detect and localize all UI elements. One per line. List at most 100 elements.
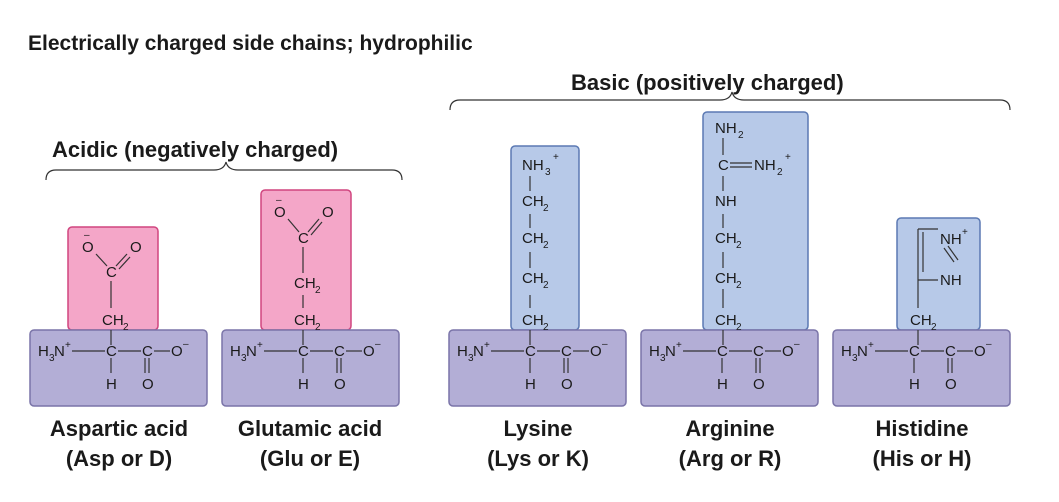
svg-text:C: C [525,343,536,360]
svg-text:+: + [962,227,968,238]
svg-text:2: 2 [543,240,549,251]
asp-label: Aspartic acid (Asp or D) [28,414,210,474]
svg-text:CH: CH [522,270,544,287]
basic-brace [449,91,1011,111]
asp-backbone-box [29,329,208,407]
svg-text:CH: CH [715,230,737,247]
svg-text:O: O [561,376,573,393]
arg-label: Arginine (Arg or R) [639,414,821,474]
svg-text:+: + [676,340,682,351]
his-backbone-box [832,329,1011,407]
svg-text:CH: CH [294,312,316,329]
svg-text:CH: CH [102,312,124,329]
svg-text:O: O [82,239,94,256]
svg-text:CH: CH [715,270,737,287]
svg-text:N: N [857,343,868,360]
svg-text:O: O [363,343,375,360]
glu-name: Glutamic acid [237,416,383,441]
svg-text:H: H [525,376,536,393]
svg-text:–: – [84,230,90,241]
svg-text:NH: NH [715,120,737,137]
svg-text:CH: CH [715,312,737,329]
svg-text:H: H [909,376,920,393]
svg-text:–: – [276,195,282,206]
svg-text:C: C [298,230,309,247]
svg-text:C: C [718,157,729,174]
arg-name: Arginine [685,416,775,441]
svg-text:O: O [782,343,794,360]
svg-text:+: + [868,340,874,351]
svg-text:C: C [717,343,728,360]
svg-text:NH: NH [940,231,962,248]
svg-text:C: C [334,343,345,360]
basic-heading: Basic (positively charged) [571,70,844,95]
lys-abbr: (Lys or K) [487,446,589,471]
svg-text:2: 2 [543,322,549,333]
svg-text:–: – [375,339,381,350]
svg-text:CH: CH [910,312,932,329]
svg-text:H: H [717,376,728,393]
lys-name: Lysine [503,416,573,441]
asp-name: Aspartic acid [49,416,189,441]
svg-text:3: 3 [852,353,858,364]
svg-text:O: O [753,376,765,393]
lys-backbone-box [448,329,627,407]
svg-text:2: 2 [543,280,549,291]
svg-text:O: O [974,343,986,360]
his-name: Histidine [875,416,969,441]
svg-text:C: C [106,343,117,360]
svg-text:2: 2 [123,322,129,333]
acidic-brace [45,161,403,181]
svg-text:CH: CH [522,193,544,210]
svg-text:2: 2 [543,203,549,214]
arg-side-chain-box [702,111,809,331]
svg-text:+: + [785,152,791,163]
svg-text:H: H [649,343,660,360]
svg-text:N: N [54,343,65,360]
svg-text:+: + [484,340,490,351]
svg-text:2: 2 [738,130,744,141]
svg-text:NH: NH [940,272,962,289]
main-heading: Electrically charged side chains; hydrop… [28,32,473,55]
svg-text:2: 2 [736,240,742,251]
asp-abbr: (Asp or D) [65,446,173,471]
svg-text:H: H [230,343,241,360]
svg-text:CH: CH [522,312,544,329]
svg-text:N: N [246,343,257,360]
svg-text:O: O [142,376,154,393]
svg-text:NH: NH [754,157,776,174]
svg-text:2: 2 [736,322,742,333]
svg-text:O: O [334,376,346,393]
svg-text:H: H [38,343,49,360]
svg-text:C: C [298,343,309,360]
svg-text:2: 2 [736,280,742,291]
svg-text:NH: NH [522,157,544,174]
svg-text:+: + [257,340,263,351]
svg-text:3: 3 [241,353,247,364]
svg-text:2: 2 [931,322,937,333]
svg-text:H: H [841,343,852,360]
svg-text:CH: CH [522,230,544,247]
svg-text:–: – [183,339,189,350]
svg-text:H: H [106,376,117,393]
svg-text:C: C [106,264,117,281]
svg-text:2: 2 [315,285,321,296]
svg-text:3: 3 [545,167,551,178]
svg-text:C: C [561,343,572,360]
svg-text:+: + [65,340,71,351]
svg-text:H: H [298,376,309,393]
svg-text:2: 2 [777,167,783,178]
svg-text:3: 3 [49,353,55,364]
svg-text:NH: NH [715,193,737,210]
svg-text:–: – [602,339,608,350]
glu-backbone-box [221,329,400,407]
